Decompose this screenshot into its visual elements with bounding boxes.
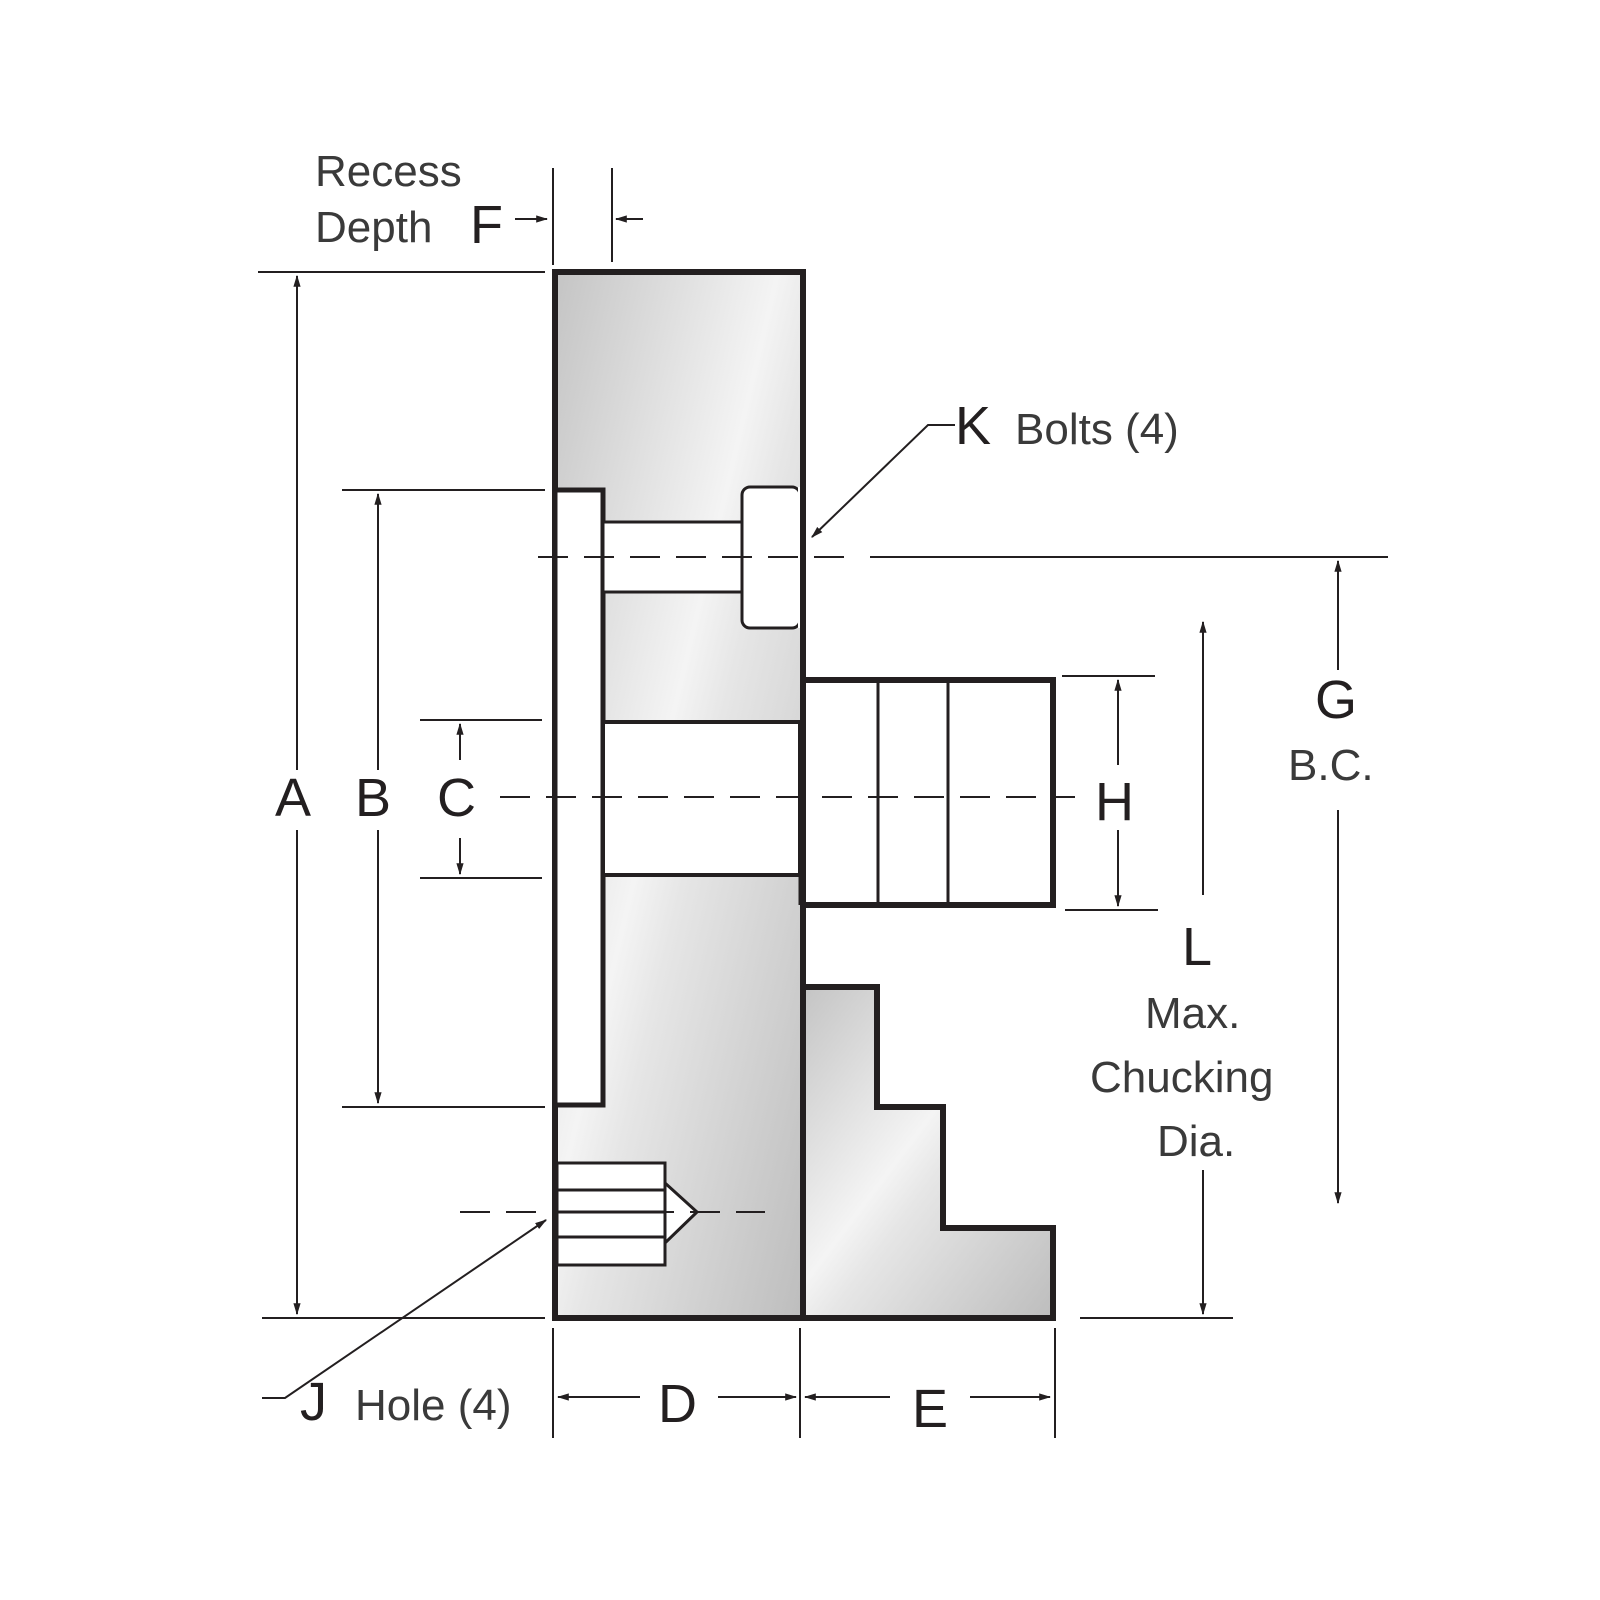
- stepped-jaw: [800, 984, 1056, 1321]
- label-h: H: [1095, 772, 1134, 832]
- label-hole: Hole (4): [355, 1381, 512, 1430]
- label-a: A: [275, 768, 311, 828]
- label-k: K: [955, 396, 991, 456]
- label-j: J: [300, 1372, 327, 1432]
- label-dia: Dia.: [1157, 1117, 1235, 1166]
- label-max: Max.: [1145, 989, 1240, 1038]
- bolt-hole: [601, 520, 745, 594]
- label-chucking: Chucking: [1090, 1053, 1273, 1102]
- label-g: G: [1315, 670, 1357, 730]
- label-d: D: [658, 1374, 697, 1434]
- label-recess: Recess: [315, 147, 462, 196]
- label-f: F: [470, 195, 503, 255]
- label-bc: B.C.: [1288, 741, 1374, 790]
- label-l: L: [1182, 917, 1212, 977]
- label-bolts: Bolts (4): [1015, 405, 1179, 454]
- label-e: E: [912, 1379, 948, 1439]
- label-c: C: [437, 768, 476, 828]
- bore: [601, 720, 802, 877]
- jaw-top: [800, 677, 1056, 908]
- label-b: B: [355, 768, 391, 828]
- label-depth: Depth: [315, 203, 432, 252]
- tapped-hole: [555, 1161, 700, 1267]
